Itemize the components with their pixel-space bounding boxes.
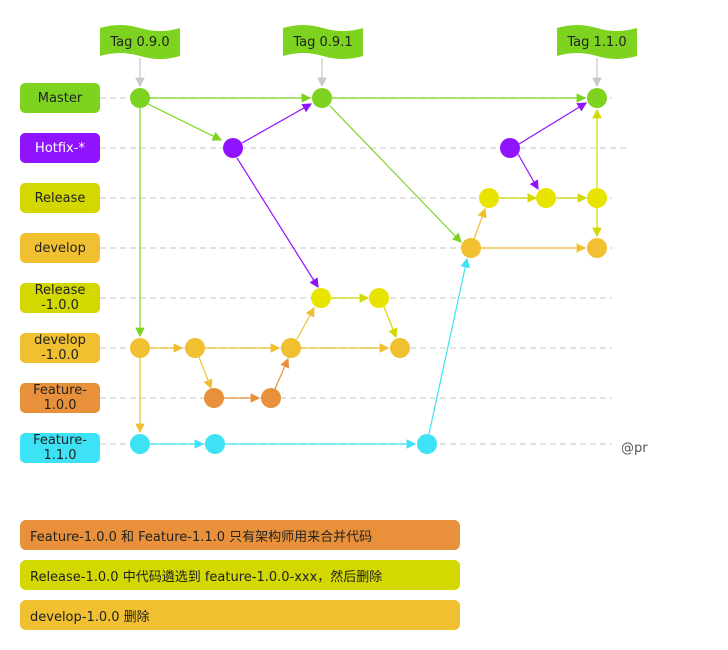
commit-feature100-1 [204,388,224,408]
tag-label-091: Tag 0.9.1 [293,34,353,50]
commit-feature110-1 [130,434,150,454]
lane-label-release-100: Release -1.0.0 [20,283,100,313]
edge-hotfix-to-master-1 [241,103,313,144]
note-merge: Feature-1.0.0 和 Feature-1.1.0 只有架构师用来合并代… [20,520,460,550]
edge-master-to-develop [329,105,462,243]
commit-develop100-1 [130,338,150,358]
edge-feature100-to-develop100 [274,357,290,390]
tag-flags [100,25,637,59]
tag-label-110: Tag 1.1.0 [567,34,627,50]
commit-hotfix-1 [223,138,243,158]
commit-nodes [130,88,607,454]
edge-master-to-hotfix [147,103,223,141]
tag-flag-090 [100,25,180,59]
lane-label-develop-100: develop -1.0.0 [20,333,100,363]
edge-feature110-to-develop [428,257,470,435]
hotfix-edges [236,102,588,289]
watermark: @pr [621,441,648,456]
lane-label-feature-100: Feature- 1.0.0 [20,383,100,413]
edge-hotfix-to-release [517,153,539,191]
develop-edges [135,207,587,434]
commit-release-1 [479,188,499,208]
commit-develop-1 [461,238,481,258]
edge-develop100-to-release100 [296,306,315,340]
tag-flag-110 [557,25,637,59]
lane-label-hotfix: Hotfix-* [20,133,100,163]
commit-release100-2 [369,288,389,308]
note-delete: develop-1.0.0 删除 [20,600,460,630]
lane-label-master: Master [20,83,100,113]
release-edges [331,108,602,339]
commit-develop-2 [587,238,607,258]
tag-flag-091 [283,25,363,59]
commit-master-2 [312,88,332,108]
edge-develop100-to-feature100 [198,356,213,390]
commit-feature100-2 [261,388,281,408]
commit-develop100-4 [390,338,410,358]
edge-release100-to-develop100 [383,306,398,339]
commit-develop100-3 [281,338,301,358]
lane-label-release: Release [20,183,100,213]
commit-feature110-3 [417,434,437,454]
commit-feature110-2 [205,434,225,454]
commit-hotfix-2 [500,138,520,158]
feature100-edges [224,357,290,403]
commit-release-3 [587,188,607,208]
master-edges [135,93,587,338]
commit-master-1 [130,88,150,108]
commit-release-2 [536,188,556,208]
feature110-edges [150,257,470,449]
note-cherry: Release-1.0.0 中代码遴选到 feature-1.0.0-xxx，然… [20,560,460,590]
edge-hotfix-to-release100 [236,157,319,289]
commit-master-3 [587,88,607,108]
lane-label-develop: develop [20,233,100,263]
lane-label-feature-110: Feature- 1.1.0 [20,433,100,463]
tag-label-090: Tag 0.9.0 [110,34,170,50]
tag-arrows [135,58,602,88]
edge-hotfix-to-master-2 [518,102,588,145]
lane-guides [100,97,626,445]
commit-develop100-2 [185,338,205,358]
commit-release100-1 [311,288,331,308]
edge-develop-to-release [473,207,487,240]
